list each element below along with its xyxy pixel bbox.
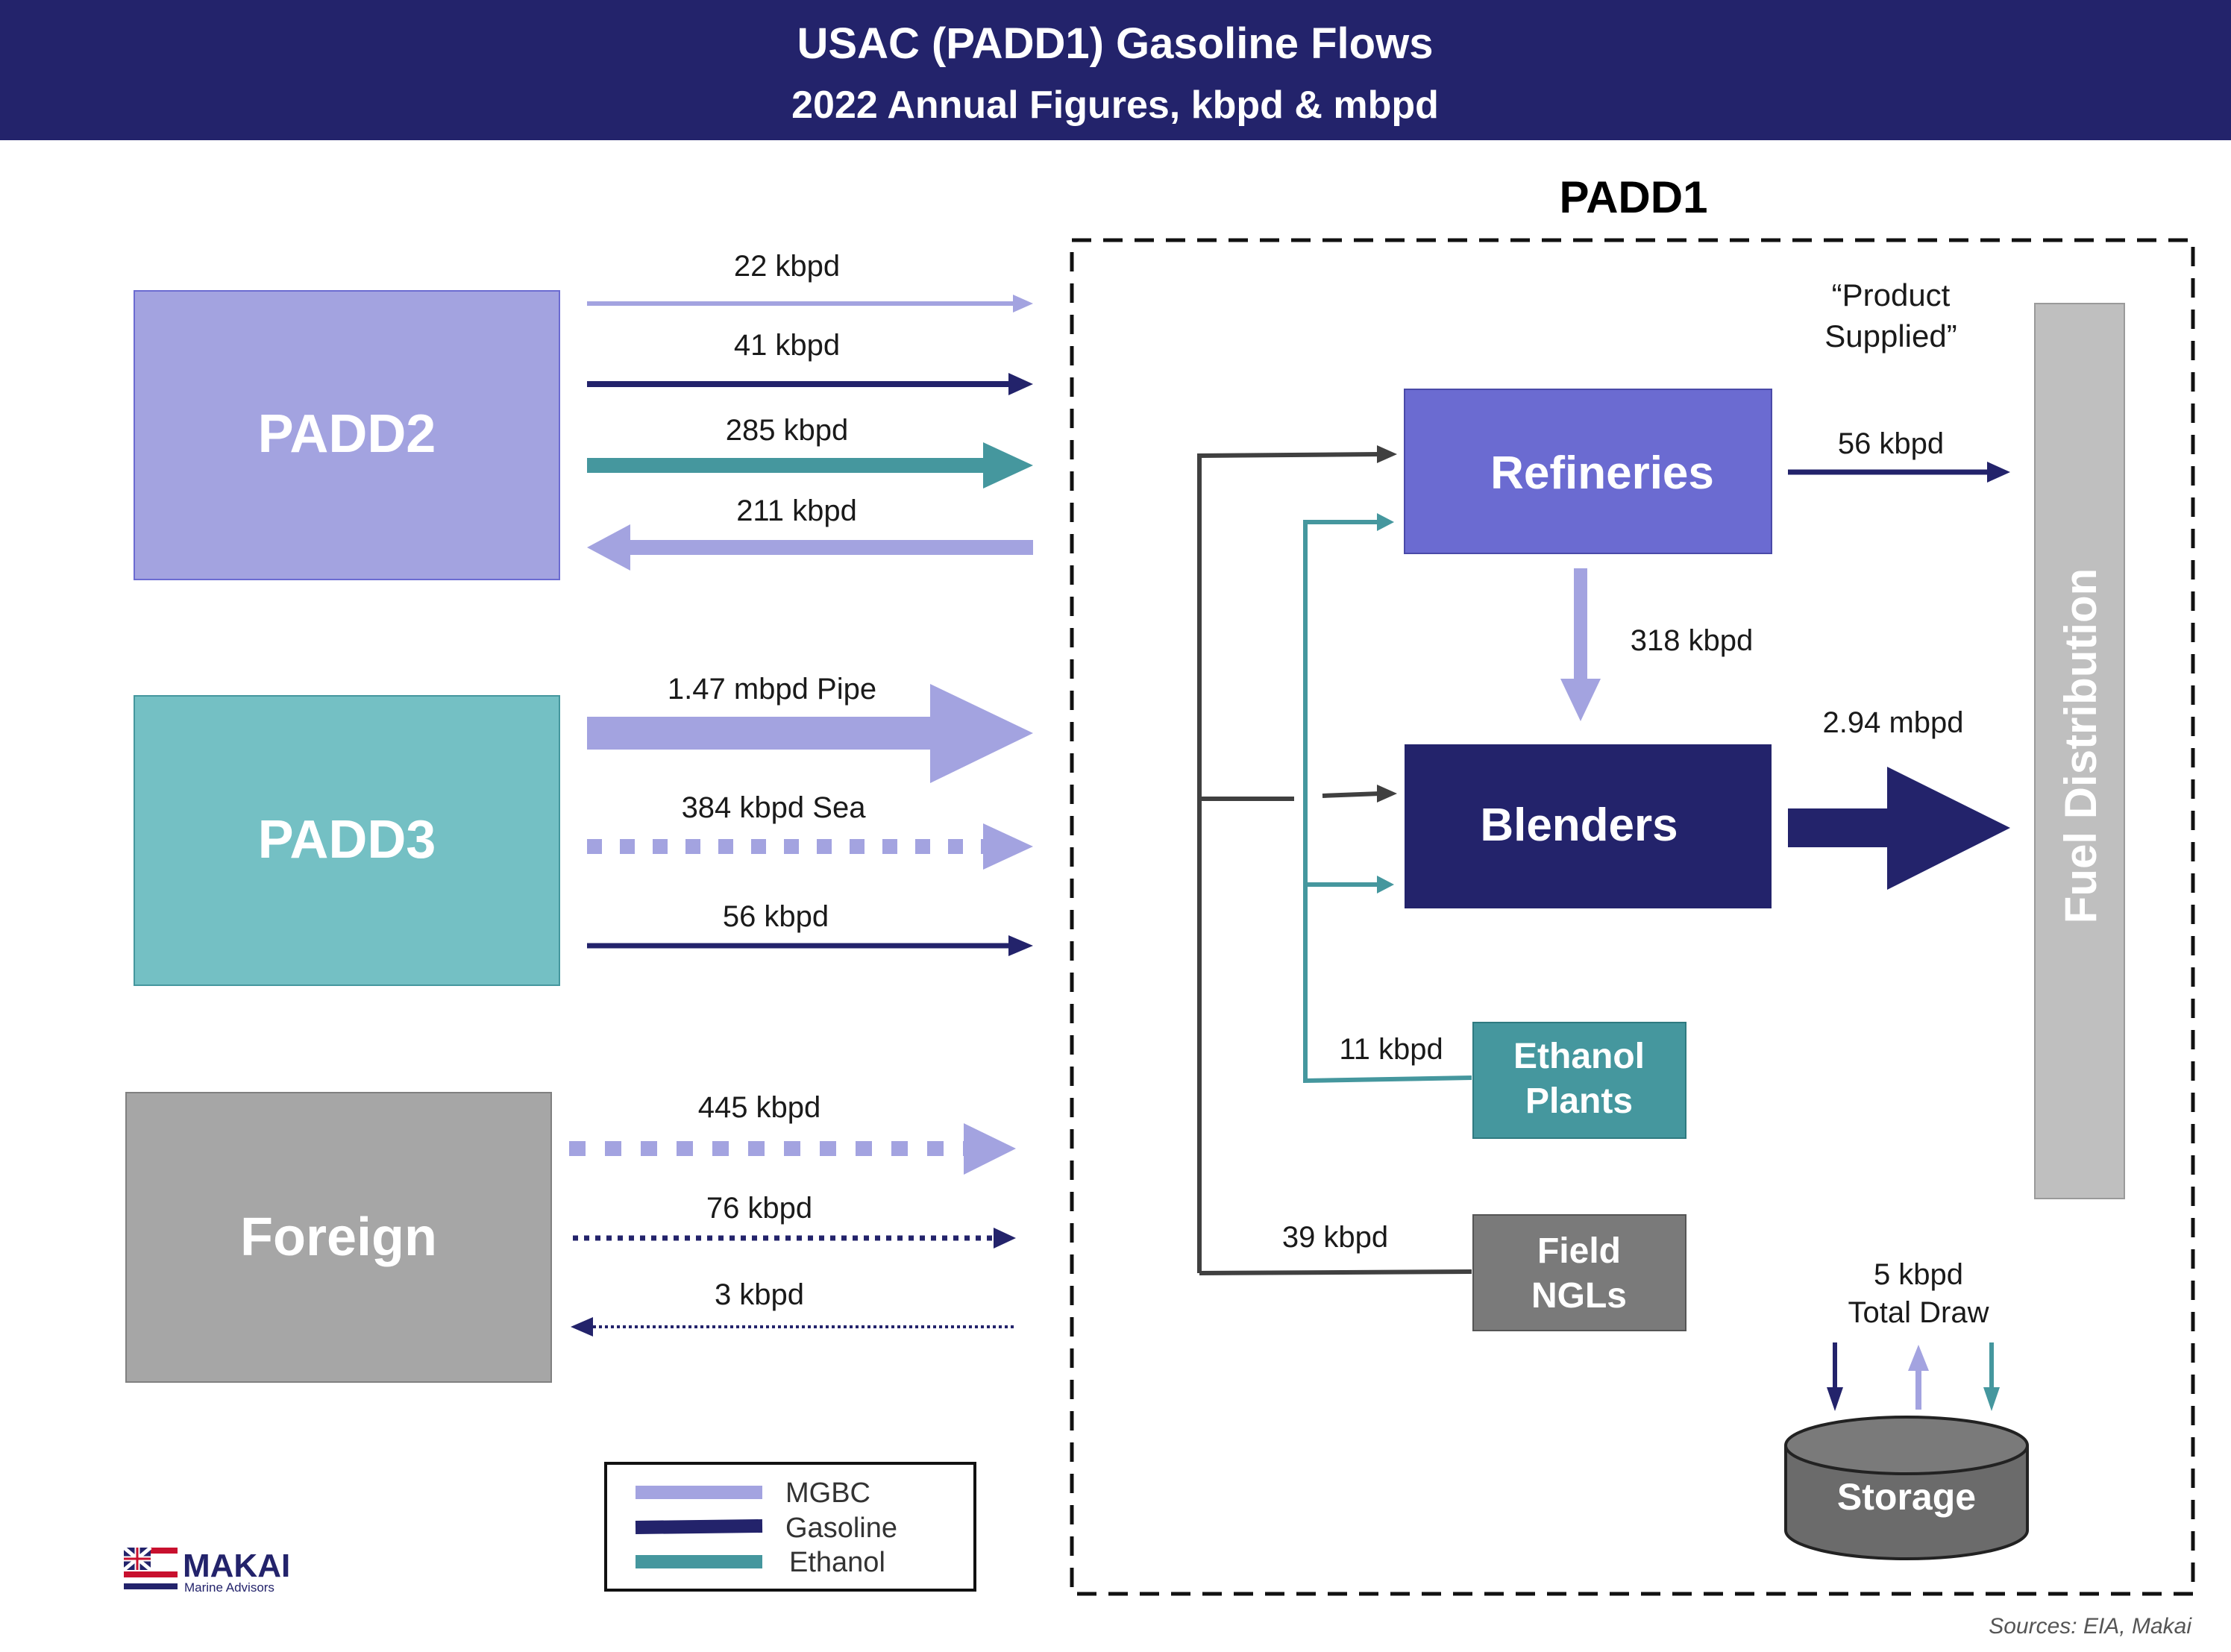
storage-label: Storage [1837, 1476, 1976, 1518]
fuel-distribution-bar [2034, 303, 2125, 1199]
refinery-to-blenders-label: 318 kbpd [1631, 624, 1754, 657]
field-ngls-label-line1: Field [1537, 1231, 1621, 1271]
padd2-flow-ethanol-arrow [587, 458, 986, 473]
blenders-to-distribution-arrow [1788, 808, 1889, 847]
foreign-flow-mgbc-head [964, 1123, 1016, 1175]
padd2-flow-return-head [587, 524, 630, 571]
foreign-flow-export-head [571, 1317, 593, 1337]
blenders-label: Blenders [1480, 800, 1678, 851]
refineries-box [1404, 389, 1772, 554]
fuel-distribution-label: Fuel Distribution [2056, 568, 2106, 924]
foreign-flow-export-label: 3 kbpd [715, 1278, 804, 1311]
padd3-flow-gasoline-head [1008, 935, 1033, 956]
padd2-box [134, 290, 560, 580]
padd2-label: PADD2 [258, 404, 436, 464]
product-supplied-label-line1: “Product [1832, 277, 1951, 313]
padd3-flow-pipe-arrow [587, 717, 932, 750]
ethanol-plants-box [1472, 1022, 1686, 1139]
padd2-flow-return-arrow [630, 540, 1033, 555]
hawaii-flag-icon [122, 1546, 178, 1592]
refinery-to-distribution-label: 56 kbpd [1838, 427, 1944, 460]
field-ngls-box [1472, 1214, 1686, 1331]
padd2-flow-gasoline-label: 41 kbpd [734, 329, 840, 362]
product-supplied-label-line2: Supplied” [1824, 318, 1957, 354]
grey-to-blenders-head [1377, 785, 1397, 803]
legend-label-ethanol: Ethanol [789, 1547, 885, 1578]
legend-label-mgbc: MGBC [785, 1477, 870, 1509]
ethanol-trunk-line [1303, 520, 1472, 1084]
grey-trunk-line [1197, 452, 1381, 1273]
padd3-box [134, 695, 560, 986]
ethanol-to-refineries-head [1377, 513, 1394, 531]
grey-to-blenders-line-b [1322, 791, 1381, 798]
padd3-flow-pipe-head [930, 684, 1033, 783]
refinery-to-blenders-head [1560, 679, 1601, 721]
storage-flow-label-line1: 5 kbpd [1874, 1258, 1963, 1291]
foreign-box [125, 1092, 552, 1383]
header-band [0, 0, 2231, 140]
padd3-flow-pipe-label: 1.47 mbpd Pipe [668, 673, 876, 706]
ngl-flow-label: 39 kbpd [1282, 1221, 1388, 1254]
storage-ethanol-head [1983, 1387, 2000, 1411]
page-subtitle: 2022 Annual Figures, kbpd & mbpd [791, 84, 1439, 127]
foreign-label: Foreign [240, 1207, 437, 1267]
legend-label-gasoline: Gasoline [785, 1513, 897, 1544]
padd2-flow-mgbc-label: 22 kbpd [734, 250, 840, 283]
refinery-to-distribution-head [1987, 462, 2010, 483]
blenders-to-distribution-head [1887, 767, 2010, 890]
foreign-flow-gasoline-label: 76 kbpd [706, 1192, 812, 1225]
padd3-flow-gasoline-label: 56 kbpd [723, 900, 829, 933]
ngl-line [1199, 1269, 1472, 1275]
padd3-flow-sea-head [983, 823, 1033, 870]
storage-gasoline-head [1827, 1387, 1843, 1411]
ethanol-plants-label-line1: Ethanol [1513, 1037, 1645, 1076]
blenders-box [1405, 744, 1772, 908]
padd2-flow-ethanol-head [983, 442, 1033, 489]
grey-to-refineries-head [1377, 445, 1397, 463]
blenders-to-distribution-label: 2.94 mbpd [1822, 706, 1963, 739]
padd2-flow-gasoline-head [1008, 373, 1033, 395]
storage-tank-top [1784, 1416, 2029, 1475]
refineries-label: Refineries [1490, 447, 1714, 499]
padd2-flow-ethanol-label: 285 kbpd [726, 414, 849, 447]
sources-footnote: Sources: EIA, Makai [1989, 1614, 2192, 1639]
logo-name: MAKAI [183, 1548, 290, 1584]
ethanol-flow-label: 11 kbpd [1339, 1033, 1443, 1066]
ethanol-to-blenders-head [1377, 876, 1394, 893]
refinery-to-blenders-arrow [1574, 568, 1587, 680]
makai-logo: MAKAI Marine Advisors [122, 1546, 290, 1595]
padd1-label: PADD1 [1560, 172, 1708, 222]
padd1-boundary [1070, 238, 2195, 1596]
padd3-label: PADD3 [258, 810, 436, 870]
foreign-flow-gasoline-head [994, 1228, 1016, 1249]
field-ngls-label-line2: NGLs [1531, 1276, 1627, 1316]
foreign-flow-mgbc-label: 445 kbpd [698, 1091, 821, 1124]
storage-tank-body [1784, 1445, 2029, 1560]
padd2-flow-return-label: 211 kbpd [736, 494, 857, 527]
storage-mgbc-head [1908, 1345, 1929, 1371]
storage-flow-label-line2: Total Draw [1848, 1296, 1989, 1329]
legend-swatch-gasoline [635, 1519, 763, 1534]
ethanol-plants-label-line2: Plants [1525, 1081, 1633, 1121]
logo-tagline: Marine Advisors [184, 1580, 274, 1595]
padd3-flow-sea-label: 384 kbpd Sea [682, 791, 867, 824]
page-title: USAC (PADD1) Gasoline Flows [797, 19, 1434, 68]
padd2-flow-mgbc-head [1013, 295, 1033, 313]
